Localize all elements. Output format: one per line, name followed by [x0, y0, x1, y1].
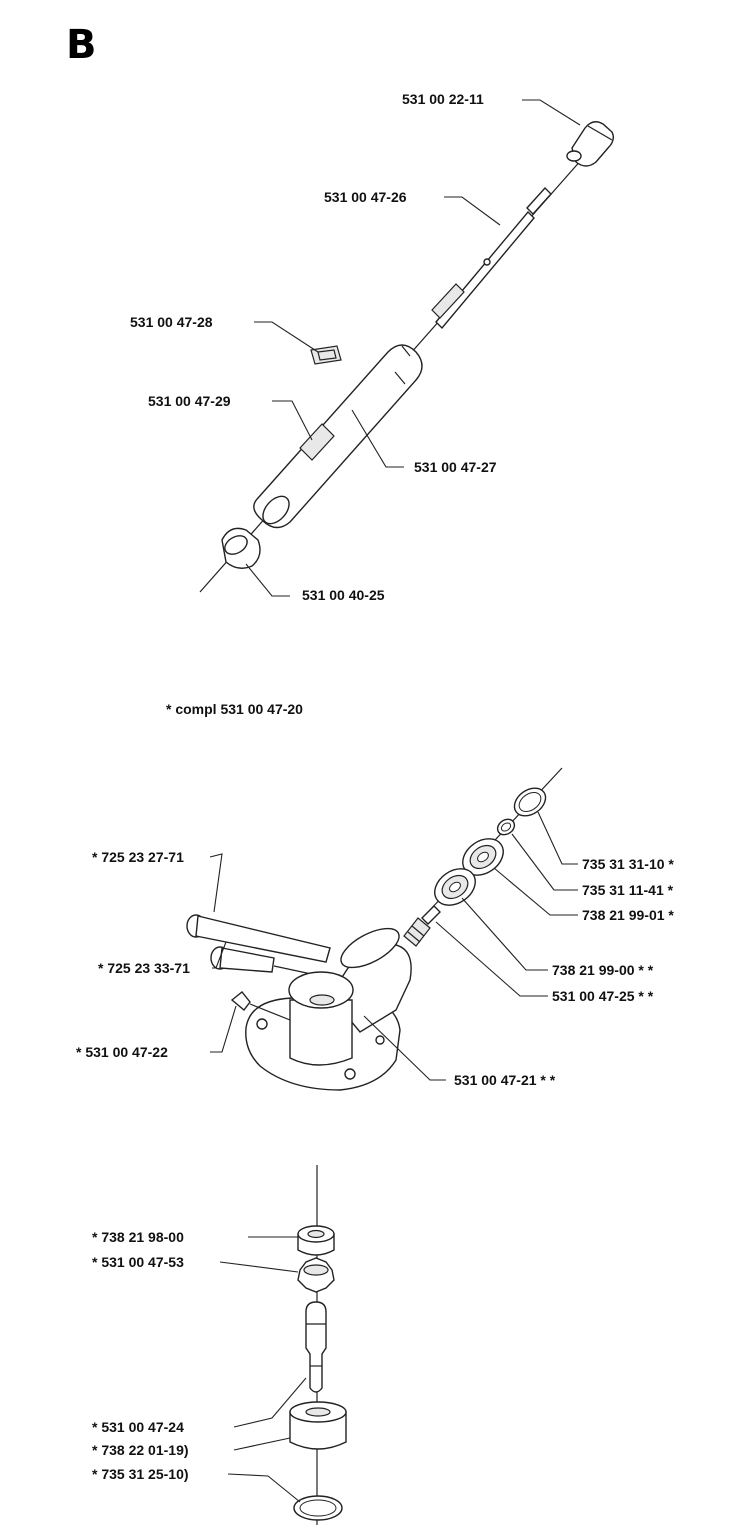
label-738-21-98-00: * 738 21 98-00: [92, 1229, 184, 1245]
leader-735-31-25-10: [227, 1473, 301, 1503]
label-725-23-27-71: * 725 23 27-71: [92, 849, 184, 865]
label-735-31-31-10: 735 31 31-10 *: [582, 856, 674, 872]
leader-531-00-47-26: [444, 196, 501, 226]
leader-531-00-22-11: [522, 99, 581, 126]
part-531-00-47-28: [310, 345, 342, 365]
part-738-21-99-00: [434, 868, 476, 906]
leader-531-00-47-27: [351, 409, 404, 468]
part-531-00-22-11: [566, 121, 615, 167]
part-735-31-11-41: [496, 818, 516, 836]
part-725-23-27-71: [186, 914, 331, 963]
part-531-00-47-22: [230, 991, 291, 1021]
part-531-00-47-24: [305, 1301, 327, 1393]
part-531-00-47-27: [253, 344, 423, 529]
label-531-00-47-25: 531 00 47-25 * *: [552, 988, 654, 1004]
leader-531-00-47-29: [272, 400, 313, 441]
label-725-23-33-71: * 725 23 33-71: [98, 960, 190, 976]
part-531-00-47-53: [297, 1257, 335, 1293]
label-531-00-47-22: * 531 00 47-22: [76, 1044, 168, 1060]
label-531-00-47-26: 531 00 47-26: [324, 189, 407, 205]
label-531-00-40-25: 531 00 40-25: [302, 587, 385, 603]
leader-531-00-40-25: [245, 563, 290, 597]
label-531-00-22-11: 531 00 22-11: [402, 91, 484, 107]
label-531-00-47-27: 531 00 47-27: [414, 459, 497, 475]
label-531-00-47-53: * 531 00 47-53: [92, 1254, 184, 1270]
part-531-00-47-25: [403, 905, 441, 947]
label-531-00-47-29: 531 00 47-29: [148, 393, 231, 409]
note-compl: * compl 531 00 47-20: [166, 701, 303, 717]
leader-531-00-47-21: [363, 1015, 446, 1081]
label-738-21-99-01: 738 21 99-01 *: [582, 907, 674, 923]
leader-738-21-99-00: [461, 897, 548, 971]
leader-738-21-99-01: [493, 867, 578, 916]
leader-735-31-11-41: [511, 833, 578, 891]
leader-531-00-47-25: [435, 921, 548, 997]
leader-725-23-27-71: [209, 853, 223, 913]
leader-531-00-47-22: [210, 1005, 237, 1053]
leader-531-00-47-24: [233, 1377, 307, 1428]
part-735-31-31-10: [513, 787, 547, 817]
part-738-21-99-01: [462, 838, 504, 876]
label-735-31-11-41: 735 31 11-41 *: [582, 882, 674, 898]
part-735-31-25-10: [293, 1495, 343, 1521]
label-531-00-47-24: * 531 00 47-24: [92, 1419, 184, 1435]
part-738-21-98-00: [297, 1225, 335, 1256]
leader-531-00-47-28: [254, 321, 319, 353]
label-531-00-47-28: 531 00 47-28: [130, 314, 213, 330]
label-738-21-99-00: 738 21 99-00 * *: [552, 962, 654, 978]
leader-735-31-31-10: [537, 811, 578, 865]
label-531-00-47-21: 531 00 47-21 * *: [454, 1072, 556, 1088]
label-735-31-25-10: * 735 31 25-10): [92, 1466, 189, 1482]
label-738-22-01-19: * 738 22 01-19): [92, 1442, 189, 1458]
leader-531-00-47-53: [219, 1261, 299, 1273]
part-738-22-01-19: [289, 1401, 347, 1450]
leader-738-22-01-19: [233, 1437, 291, 1451]
part-531-00-47-26: [431, 186, 552, 330]
part-531-00-47-21: [245, 927, 412, 1091]
leader-725-23-33-71: [212, 941, 227, 969]
part-531-00-40-25: [221, 527, 261, 569]
section-letter: B: [66, 22, 97, 68]
